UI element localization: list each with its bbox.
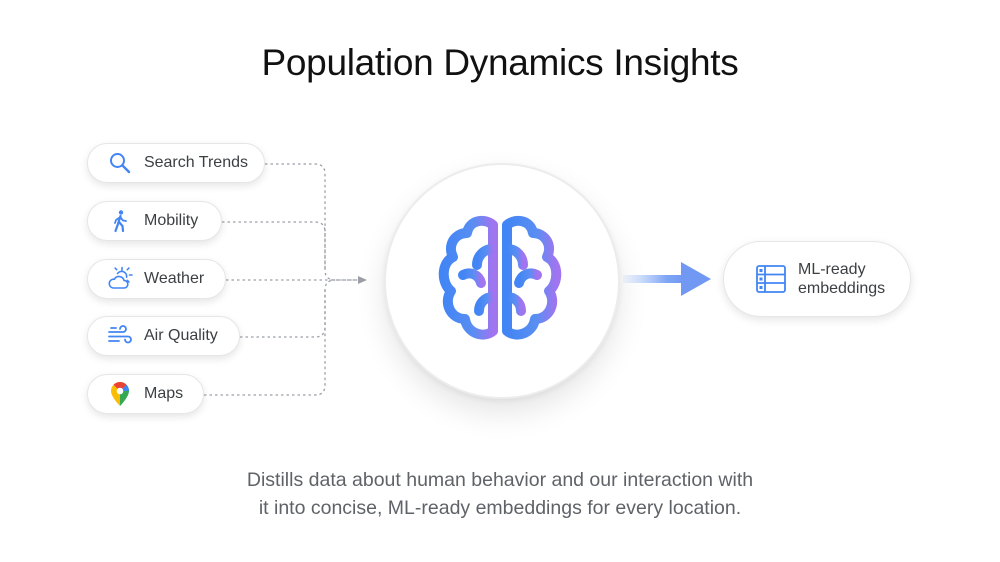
input-weather: Weather (87, 259, 226, 299)
input-label-air-quality: Air Quality (144, 327, 218, 344)
output-label: ML-ready embeddings (798, 260, 885, 298)
output-arrow (623, 262, 711, 296)
page-title: Population Dynamics Insights (261, 42, 739, 83)
brain-icon (438, 215, 562, 340)
sun-cloud-icon (106, 265, 134, 293)
search-icon (106, 149, 134, 177)
output-label-line1: ML-ready (798, 261, 866, 278)
walking-person-icon (106, 207, 134, 235)
wind-icon (106, 322, 134, 350)
caption-line2: it into concise, ML-ready embeddings for… (258, 497, 742, 519)
input-label-weather: Weather (144, 270, 205, 287)
input-air-quality: Air Quality (87, 316, 240, 356)
output-ml-ready-embeddings: ML-ready embeddings (723, 241, 911, 317)
table-embeddings-icon (754, 262, 788, 296)
output-label-line2: embeddings (798, 280, 886, 297)
caption-line1: Distills data about human behavior and o… (246, 469, 754, 491)
input-label-maps: Maps (144, 385, 184, 402)
input-mobility: Mobility (87, 201, 222, 241)
diagram-caption: Distills data about human behavior and o… (0, 466, 1000, 522)
input-label-mobility: Mobility (144, 212, 199, 229)
input-label-search-trends: Search Trends (143, 154, 248, 171)
input-search-trends: Search Trends (87, 143, 265, 183)
map-pin-icon (106, 380, 134, 408)
input-maps: Maps (87, 374, 204, 414)
